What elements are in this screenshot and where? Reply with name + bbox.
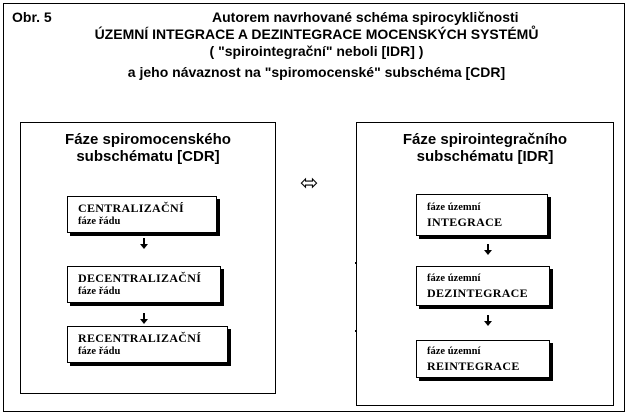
figure-title-line4: a jeho návaznost na "spiromocenské" subs… xyxy=(127,64,506,80)
figure-title-line1: Autorem navrhované schéma spirocykličnos… xyxy=(212,9,519,25)
decentralization-sub: fáze řádu xyxy=(78,286,121,297)
reintegration-pre: fáze územní xyxy=(427,346,481,357)
double-arrow-icon: ⬄ xyxy=(300,171,319,196)
idr-panel-title: Fáze spirointegračního subschématu [IDR] xyxy=(357,131,613,165)
centralization-sub: fáze řádu xyxy=(78,216,121,227)
idr-panel-title-line1: Fáze spirointegračního xyxy=(402,131,568,148)
disintegration-phase-box: fáze územní DEZINTEGRACE xyxy=(416,266,550,306)
recentralization-phase-box: RECENTRALIZAČNÍ fáze řádu xyxy=(67,326,228,363)
cdr-panel-title-line2: subschématu [CDR] xyxy=(76,148,220,165)
arrow-down-icon xyxy=(484,315,492,326)
disintegration-pre: fáze územní xyxy=(427,273,481,284)
arrow-down-icon xyxy=(140,313,148,324)
integration-pre: fáze územní xyxy=(427,202,481,213)
recentralization-sub: fáze řádu xyxy=(78,346,121,357)
figure-title-line2: ÚZEMNÍ INTEGRACE A DEZINTEGRACE MOCENSKÝ… xyxy=(94,26,539,42)
integration-label: INTEGRACE xyxy=(427,215,503,229)
idr-panel-title-line2: subschématu [IDR] xyxy=(416,148,554,165)
recentralization-label: RECENTRALIZAČNÍ xyxy=(78,331,202,345)
figure-title-line3: ( "spirointegrační" neboli [IDR] ) xyxy=(209,43,424,59)
centralization-label: CENTRALIZAČNÍ xyxy=(78,201,184,215)
decentralization-phase-box: DECENTRALIZAČNÍ fáze řádu xyxy=(67,266,221,303)
centralization-phase-box: CENTRALIZAČNÍ fáze řádu xyxy=(67,196,217,233)
cdr-panel-title: Fáze spiromocenského subschématu [CDR] xyxy=(21,131,275,165)
integration-phase-box: fáze územní INTEGRACE xyxy=(416,194,548,236)
figure-label: Obr. 5 xyxy=(12,9,52,25)
arrow-down-icon xyxy=(484,244,492,255)
arrow-down-icon xyxy=(140,238,148,249)
reintegration-label: REINTEGRACE xyxy=(427,359,520,373)
decentralization-label: DECENTRALIZAČNÍ xyxy=(78,271,202,285)
reintegration-phase-box: fáze územní REINTEGRACE xyxy=(416,340,550,378)
cdr-panel-title-line1: Fáze spiromocenského xyxy=(65,131,231,148)
disintegration-label: DEZINTEGRACE xyxy=(427,286,528,300)
